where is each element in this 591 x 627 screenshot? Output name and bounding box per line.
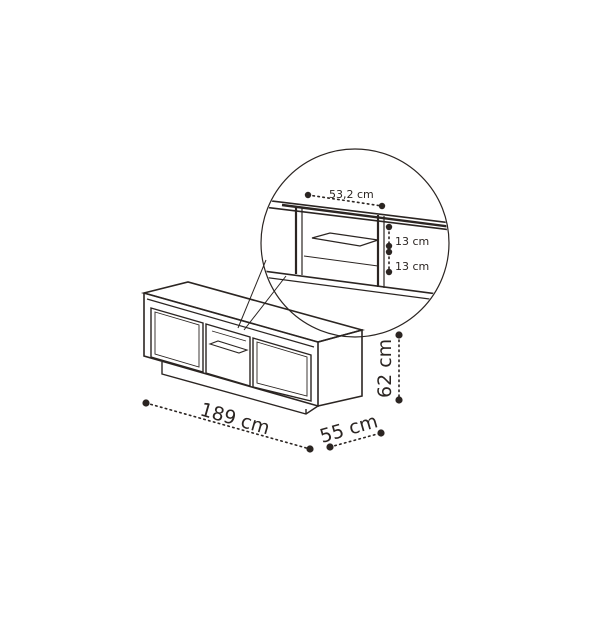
height-label: 62 cm [374,339,396,398]
shelf-lower-bottom-dot [385,268,393,276]
inner-width-end-dot [378,202,386,210]
detail-magnifier-circle [260,148,450,338]
inner-width-label: 53,2 cm [329,188,374,201]
compartment-back [211,330,247,342]
depth-line [329,432,382,448]
left-door-inner [154,311,200,368]
shelf-lower-label: 13 cm [395,260,429,273]
width-line [145,402,311,450]
open-compartment [205,323,251,387]
tv-cabinet [140,281,366,415]
shelf-mid-dot [385,242,393,250]
cabinet-front-bevel [143,292,319,348]
callout-connector-left [237,259,267,329]
left-door [150,307,204,373]
cabinet-side [317,328,363,407]
right-door-inner [256,341,308,397]
shelf-upper-label: 13 cm [395,235,429,248]
depth-end-dot [377,429,385,437]
cabinet-plinth [161,362,319,415]
callout-connector-right [243,275,287,331]
compartment-shelf [208,340,249,354]
height-bottom-dot [395,396,403,404]
detail-callout: 53,2 cm 13 cm 13 cm [237,148,450,338]
detail-cabinet-closeup [262,198,448,304]
right-door [252,337,312,402]
width-label: 189 cm [198,399,273,440]
